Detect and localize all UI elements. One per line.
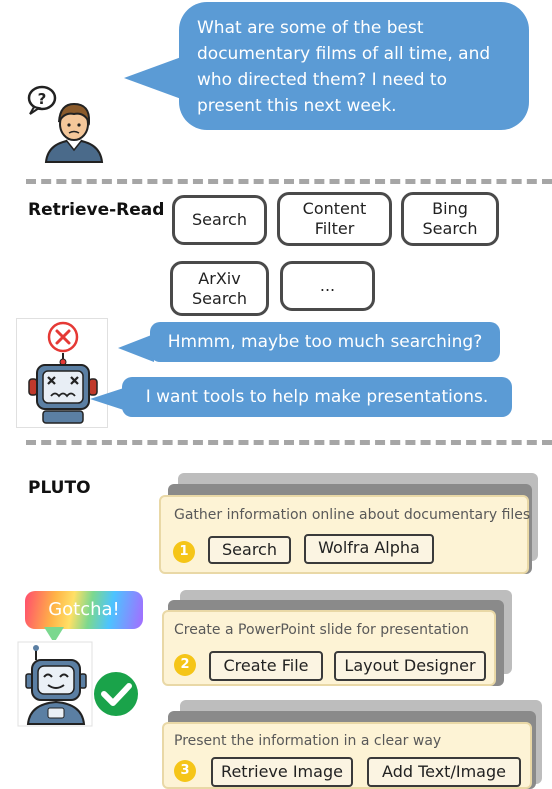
step-text: Gather information online about document… [174, 507, 531, 523]
robot-bubble-presentation: I want tools to help make presentations. [122, 377, 512, 417]
user-figure: ? [24, 84, 104, 164]
question-line: What are some of the best [197, 18, 424, 38]
tool-more: ... [280, 261, 375, 311]
step-tool: Wolfra Alpha [304, 534, 434, 564]
question-icon: ? [27, 85, 57, 115]
retrieve-read-title: Retrieve-Read [28, 200, 165, 220]
step-card-1: Gather information online about document… [159, 495, 531, 574]
robot-bubble-tail [118, 334, 154, 362]
step-number: 2 [174, 654, 196, 676]
check-icon [94, 672, 138, 716]
gotcha-bubble-tail [44, 627, 64, 643]
step-tool: Add Text/Image [367, 757, 521, 787]
step-card-3: Present the information in a clear way 3… [162, 722, 532, 789]
step-tool: Retrieve Image [211, 757, 353, 787]
user-question-bubble: What are some of the best documentary fi… [179, 2, 529, 130]
user-bubble-tail [124, 56, 184, 100]
step-tool: Layout Designer [334, 651, 486, 681]
sad-robot-icon [28, 321, 98, 424]
step-tool: Search [208, 536, 291, 564]
dashed-separator [26, 179, 552, 184]
happy-robot [16, 640, 146, 730]
step-card-2: Create a PowerPoint slide for presentati… [162, 610, 496, 686]
pluto-title: PLUTO [28, 478, 91, 498]
happy-robot-icon [17, 641, 138, 727]
step-number: 1 [173, 541, 195, 563]
tool-content-filter: Content Filter [277, 192, 392, 246]
cross-icon [47, 321, 79, 353]
tool-bing-search: Bing Search [401, 192, 499, 246]
gotcha-bubble: Gotcha! [25, 591, 143, 629]
svg-text:?: ? [38, 90, 47, 108]
person-icon: ? [27, 85, 104, 163]
dashed-separator [26, 440, 552, 445]
step-number: 3 [174, 760, 196, 782]
step-text: Create a PowerPoint slide for presentati… [174, 622, 469, 638]
step-tool: Create File [209, 651, 323, 681]
question-line: who directed them? I need to [197, 70, 447, 90]
robot-bubble-searching: Hmmm, maybe too much searching? [150, 322, 500, 362]
step-text: Present the information in a clear way [174, 733, 442, 749]
question-line: documentary films of all time, and [197, 44, 491, 64]
tool-arxiv-search: ArXiv Search [170, 261, 269, 316]
question-line: present this next week. [197, 96, 397, 116]
tool-search: Search [172, 195, 267, 245]
